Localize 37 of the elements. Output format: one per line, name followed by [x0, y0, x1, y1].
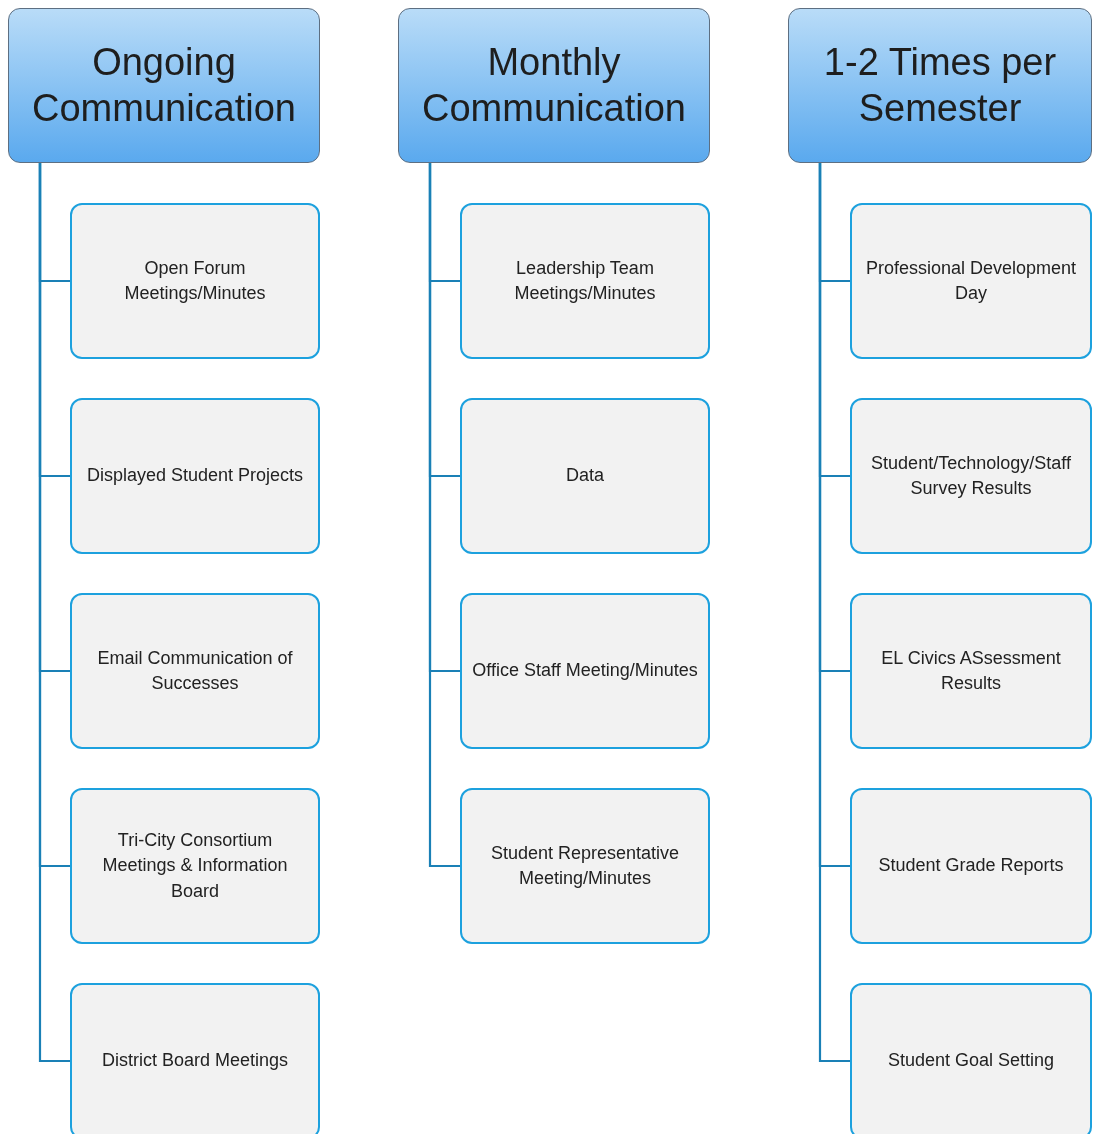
header-text: Monthly Communication: [421, 39, 687, 131]
item-box: [70, 593, 320, 749]
item-box: [460, 788, 710, 944]
item-text: District Board Meetings: [101, 1049, 289, 1073]
header-box: [788, 8, 1092, 163]
item-text: Email Communication of Successes: [96, 646, 294, 695]
item-box: [70, 788, 320, 944]
item-text: Student Representative Meeting/Minutes: [489, 841, 681, 890]
item-text: Office Staff Meeting/Minutes: [472, 659, 698, 683]
item-text: Data: [566, 464, 604, 488]
connector-line: [428, 163, 460, 868]
item-text: Open Forum Meetings/Minutes: [123, 256, 267, 305]
item-text: Student/Technology/Staff Survey Results: [870, 451, 1072, 500]
item-box: [70, 398, 320, 554]
header-text: 1-2 Times per Semester: [822, 39, 1058, 131]
connector-line: [818, 163, 850, 1063]
item-box: [850, 398, 1092, 554]
item-text: EL Civics ASsessment Results: [880, 646, 1062, 695]
item-box: [460, 593, 710, 749]
item-box: [70, 203, 320, 359]
item-box: [850, 593, 1092, 749]
item-text: Student Grade Reports: [878, 854, 1064, 878]
header-text: Ongoing Communication: [31, 39, 297, 131]
item-box: [850, 788, 1092, 944]
item-box: [460, 398, 710, 554]
item-box: [70, 983, 320, 1134]
connector-line: [38, 163, 70, 1063]
item-text: Student Goal Setting: [887, 1049, 1055, 1073]
item-box: [850, 203, 1092, 359]
item-text: Professional Development Day: [864, 256, 1078, 305]
item-box: [460, 203, 710, 359]
item-text: Tri-City Consortium Meetings & Information Board: [101, 829, 289, 903]
header-box: [398, 8, 710, 163]
item-text: Leadership Team Meetings/Minutes: [513, 256, 657, 305]
item-box: [850, 983, 1092, 1134]
item-text: Displayed Student Projects: [86, 464, 304, 488]
header-box: [8, 8, 320, 163]
